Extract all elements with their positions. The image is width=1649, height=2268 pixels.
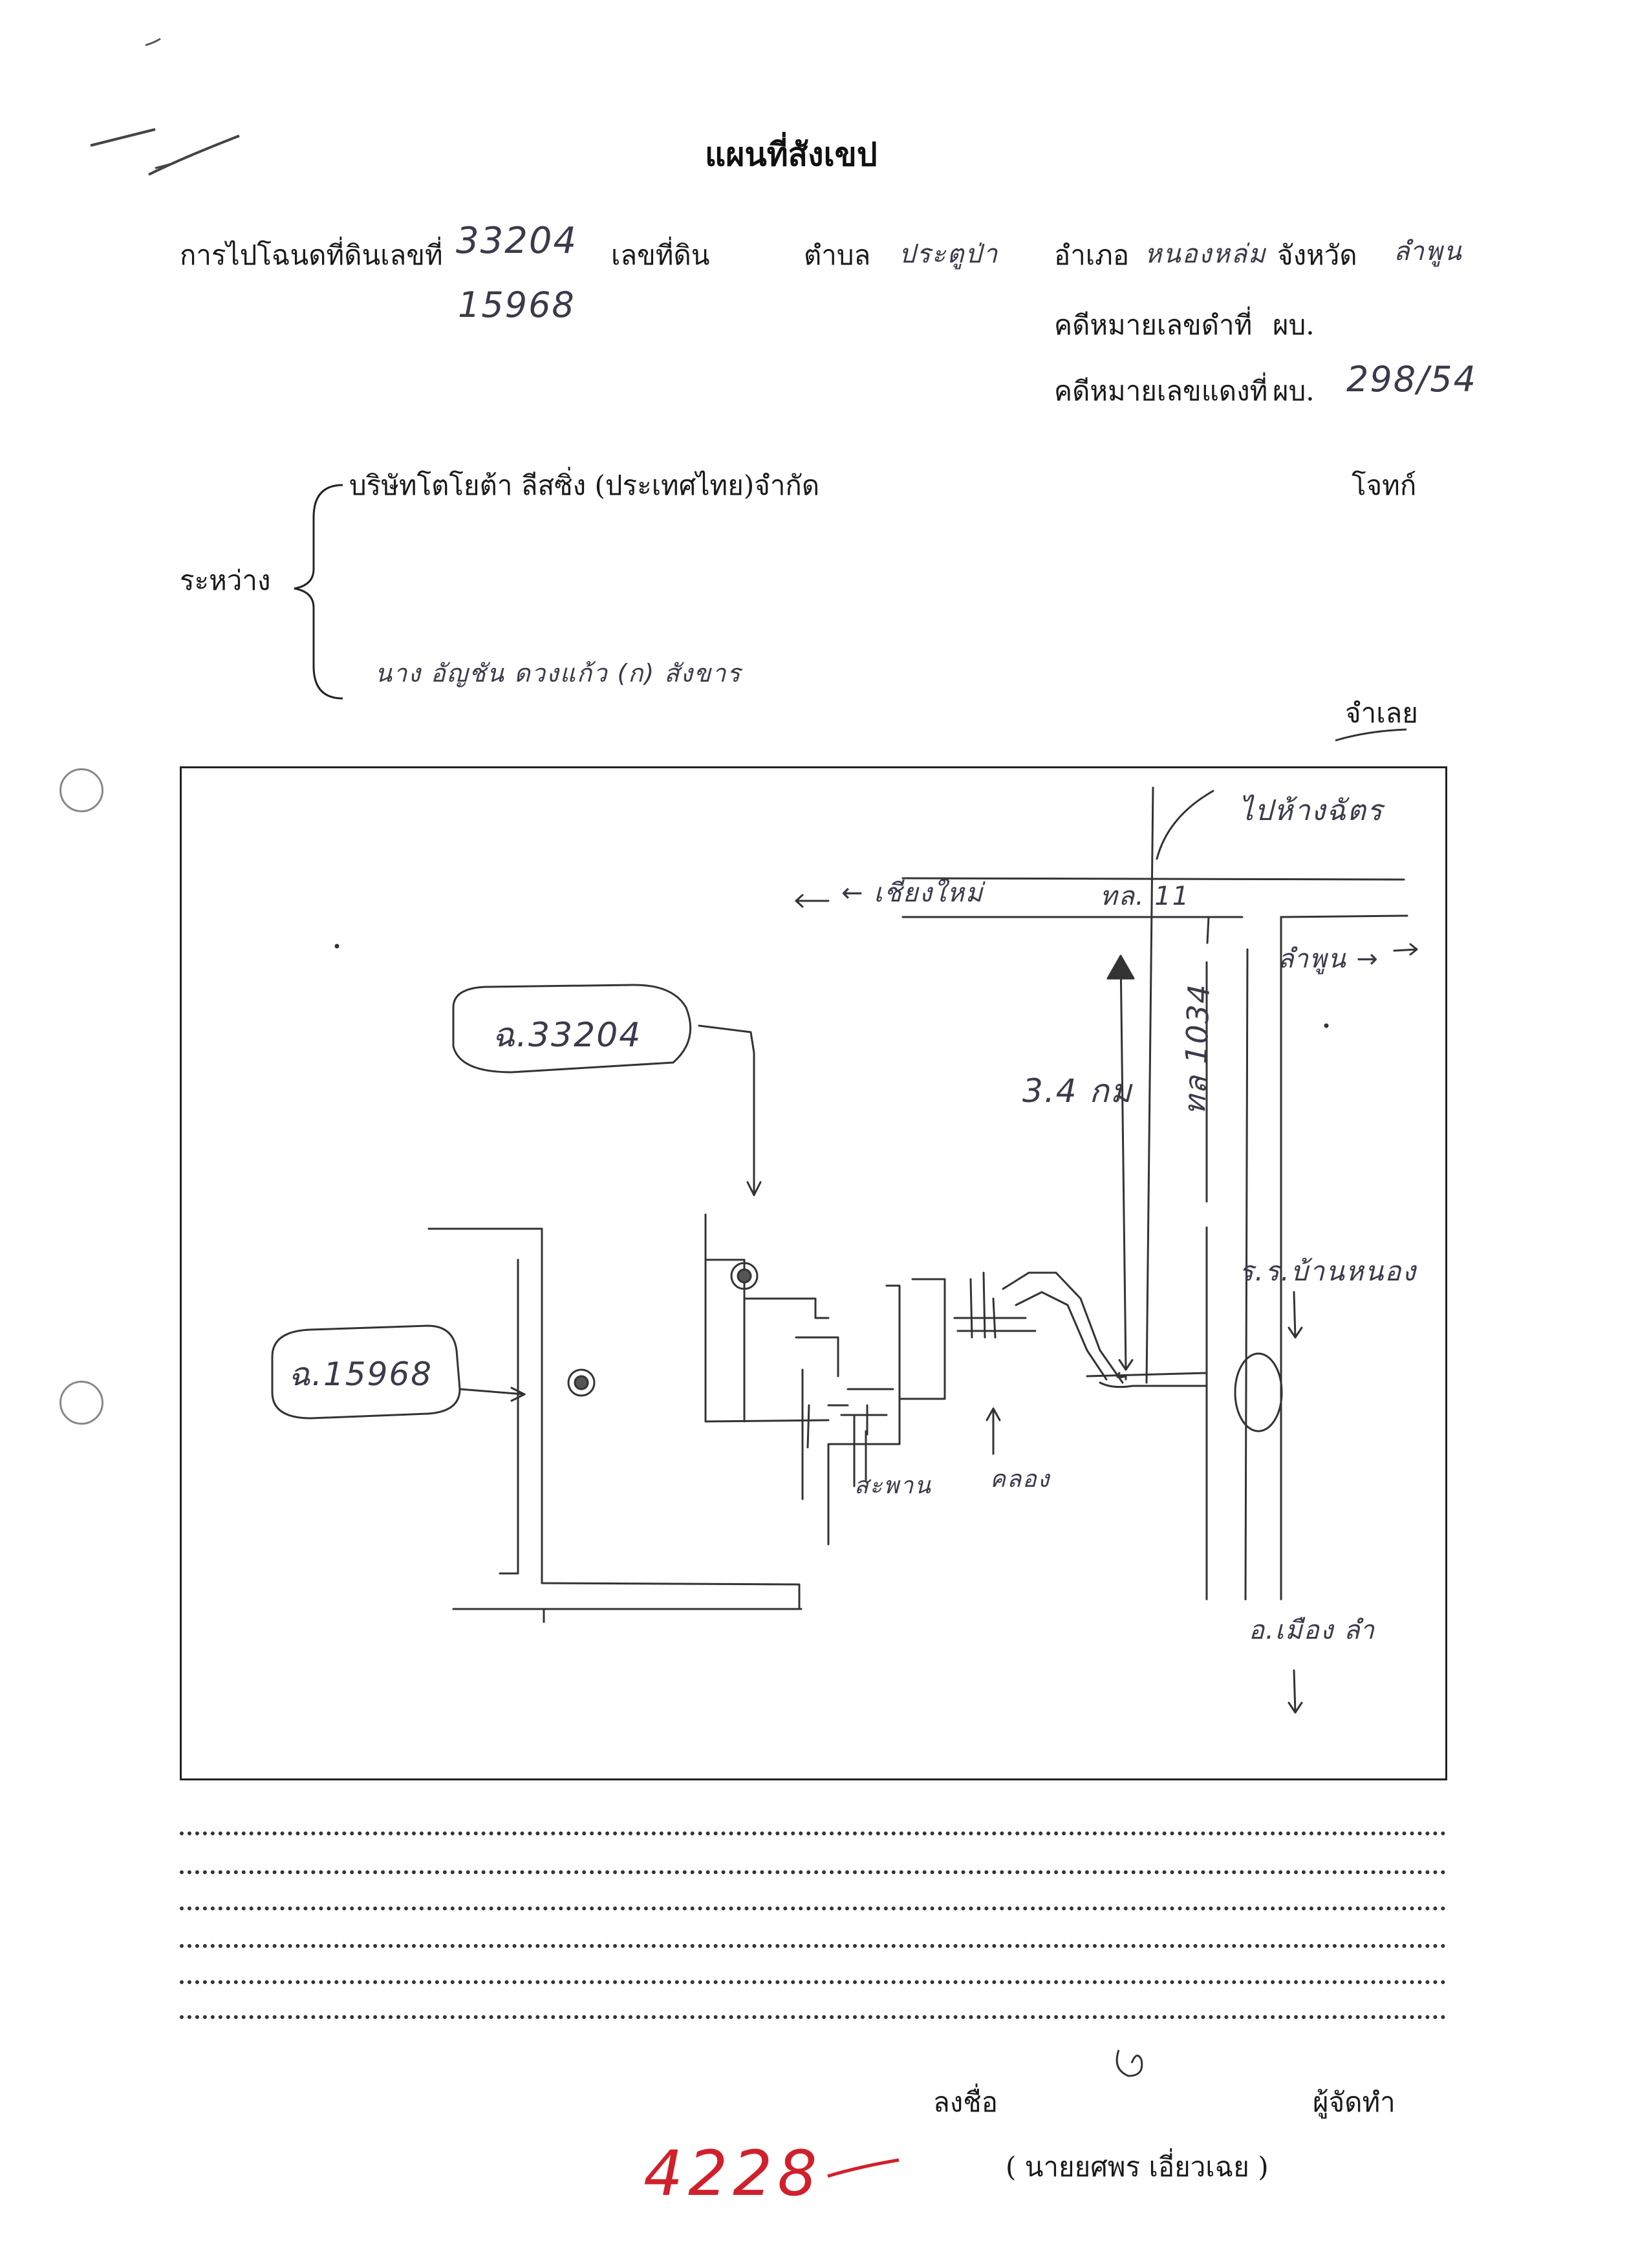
map-label-bridge: สะพาน bbox=[854, 1473, 932, 1499]
plaintiff-role: โจทก์ bbox=[1352, 470, 1417, 501]
road-1034-right-edge-upper bbox=[1244, 948, 1249, 1601]
callout-33204-leader bbox=[698, 1024, 755, 1196]
map-frame: ← เชียงใหม่ ทล. 11 ไปห้างฉัตร ลำพูน → 3.… bbox=[180, 766, 1447, 1780]
map-top-right-label: ไปห้างฉัตร bbox=[1239, 794, 1384, 827]
between-label: ระหว่าง bbox=[180, 565, 271, 596]
map-top-left-label: ← เชียงใหม่ bbox=[841, 878, 984, 908]
page-number: 4228 bbox=[643, 2137, 823, 2210]
punch-hole-top bbox=[59, 768, 103, 812]
tambon-label: ตำบล bbox=[804, 239, 871, 271]
deed-label: การไปโฉนดที่ดินเลขที่ bbox=[180, 239, 443, 271]
map-distance-label: 3.4 กม bbox=[1022, 1072, 1133, 1110]
callout-15968-leader bbox=[458, 1388, 526, 1396]
callout-33204-bubble bbox=[452, 984, 692, 1074]
map-road-label: ทล 1034 bbox=[1176, 982, 1217, 1116]
highway-11-bottom-edge-right bbox=[1280, 914, 1408, 918]
land-no-label: เลขที่ดิน bbox=[611, 239, 710, 271]
red-case-prefix: ผบ. bbox=[1273, 375, 1315, 407]
signature-mark bbox=[1116, 2049, 1143, 2077]
distance-arrow-head-top bbox=[1106, 955, 1135, 980]
amphoe-label: อำเภอ bbox=[1054, 239, 1130, 271]
black-case-prefix: ผบ. bbox=[1273, 309, 1315, 341]
tambon-value: ประตูป่า bbox=[899, 239, 999, 269]
map-school-label: ร.ร.บ้านหนอง bbox=[1239, 1255, 1417, 1287]
red-case-label: คดีหมายเลขแดงที่ bbox=[1054, 375, 1268, 407]
pen-mark bbox=[1335, 728, 1407, 742]
distance-arrow-head-bottom bbox=[1118, 1359, 1134, 1371]
distance-line bbox=[1119, 955, 1127, 1371]
pen-scribble bbox=[90, 38, 240, 176]
dotted-line-6 bbox=[180, 2015, 1446, 2019]
province-label: จังหวัด bbox=[1277, 239, 1357, 271]
preparer-label: ผู้จัดทำ bbox=[1313, 2086, 1396, 2118]
punch-hole-bottom bbox=[59, 1381, 103, 1425]
map-deed-bubble-15968: ฉ.15968 bbox=[288, 1355, 433, 1393]
road-1034-left-edge bbox=[1145, 786, 1154, 1384]
amphoe-value: หนองหล่ม bbox=[1145, 239, 1267, 269]
document-title: แผนที่สังเขป bbox=[705, 135, 878, 173]
defendant-name: นาง อัญชัน ดวงแก้ว (ก) สังขาร bbox=[375, 659, 742, 687]
signer-name: ( นายยศพร เอี่ยวเฉย ) bbox=[1006, 2151, 1269, 2183]
plaintiff-name: บริษัทโตโยต้า ลีสซิ่ง (ประเทศไทย)จำกัด bbox=[349, 470, 820, 501]
hand-drawn-sketch-map bbox=[271, 786, 1418, 1714]
map-bottom-right-label: อ.เมือง ลำ bbox=[1249, 1615, 1376, 1645]
page-number-dash bbox=[827, 2158, 900, 2178]
plot-15968-marker bbox=[567, 1368, 596, 1397]
dotted-line-3 bbox=[180, 1906, 1446, 1910]
school-circle bbox=[1234, 1352, 1283, 1432]
highway-11-top-edge bbox=[901, 877, 1405, 881]
dotted-line-2 bbox=[180, 1870, 1446, 1874]
pointer-curve bbox=[1156, 790, 1214, 860]
deed-number-2: 15968 bbox=[458, 285, 576, 325]
deed-number: 33204 bbox=[456, 220, 578, 262]
dotted-line-5 bbox=[180, 1980, 1446, 1984]
province-value: ลำพูน bbox=[1394, 237, 1463, 266]
map-deed-bubble-33204: ฉ.33204 bbox=[492, 1016, 642, 1055]
map-highway-label: ทล. 11 bbox=[1100, 881, 1191, 911]
red-case-value: 298/54 bbox=[1346, 359, 1477, 400]
dotted-line-1 bbox=[180, 1831, 1446, 1835]
map-label-canal: คลอง bbox=[990, 1466, 1051, 1493]
plot-33204-marker bbox=[730, 1262, 759, 1290]
party-brace bbox=[294, 484, 343, 700]
sign-label: ลงชื่อ bbox=[933, 2086, 998, 2118]
dotted-line-4 bbox=[180, 1944, 1446, 1948]
defendant-role: จำเลย bbox=[1345, 697, 1418, 729]
black-case-label: คดีหมายเลขดำที่ bbox=[1054, 309, 1253, 341]
map-right-arrow-label: ลำพูน → bbox=[1278, 944, 1379, 974]
